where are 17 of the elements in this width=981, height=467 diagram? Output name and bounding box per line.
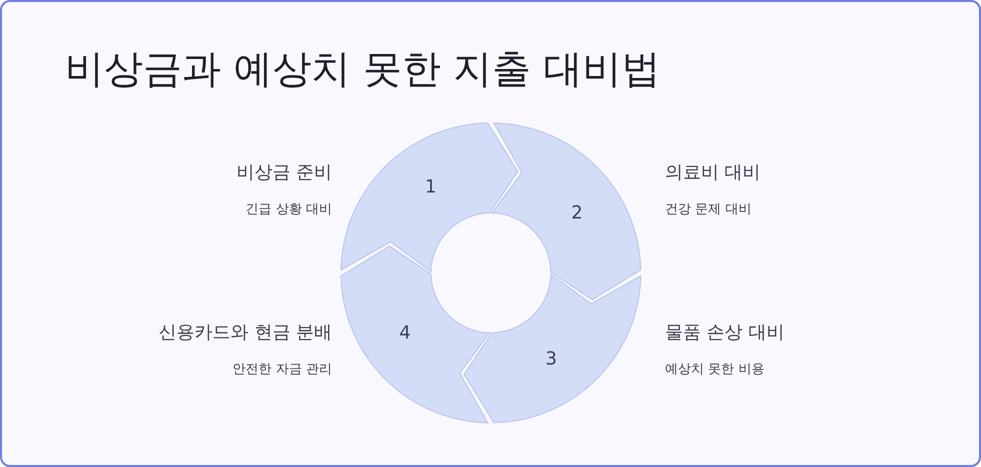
step-heading: 신용카드와 현금 분배 <box>158 321 332 344</box>
ring-segment <box>341 123 518 272</box>
step-heading: 의료비 대비 <box>665 161 761 184</box>
step-description: 안전한 자금 관리 <box>232 361 332 378</box>
step-heading: 비상금 준비 <box>236 161 332 184</box>
step-description: 건강 문제 대비 <box>665 201 752 218</box>
step-number: 2 <box>571 202 583 224</box>
step-number: 1 <box>425 176 436 198</box>
step-description: 긴급 상황 대비 <box>246 201 332 218</box>
step-description: 예상치 못한 비용 <box>665 361 764 378</box>
title: 비상금과 예상치 못한 지출 대비법 <box>65 46 661 94</box>
ring-segment <box>464 274 641 423</box>
ring-segment <box>492 123 641 300</box>
step-heading: 물품 손상 대비 <box>665 321 784 344</box>
step-number: 4 <box>399 322 411 344</box>
step-number: 3 <box>546 348 557 370</box>
ring-segment <box>341 246 490 423</box>
